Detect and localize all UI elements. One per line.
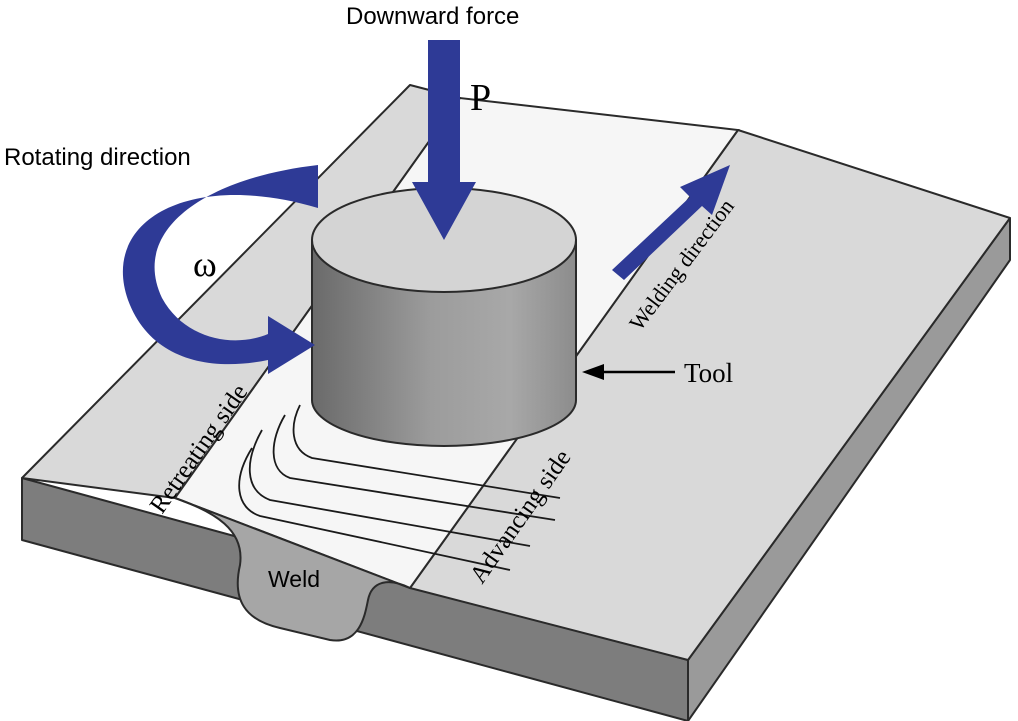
workpiece-plate xyxy=(21,84,1011,721)
tool-label: Tool xyxy=(684,358,733,388)
downward-force-arrow xyxy=(412,40,476,240)
tool-pointer-arrow xyxy=(582,364,675,380)
rotating-direction-label: Rotating direction xyxy=(4,144,191,171)
tool-cylinder xyxy=(311,187,577,447)
rotating-direction-arrow xyxy=(122,165,318,374)
force-symbol-label: P xyxy=(470,77,491,119)
flow-contours xyxy=(238,404,561,571)
rotation-symbol-label: ω xyxy=(193,244,217,284)
weld-cross-section xyxy=(174,497,411,642)
downward-force-label: Downward force xyxy=(346,3,519,30)
weld-label: Weld xyxy=(268,566,320,592)
welding-direction-arrow xyxy=(612,165,730,280)
tool-body xyxy=(311,239,577,447)
